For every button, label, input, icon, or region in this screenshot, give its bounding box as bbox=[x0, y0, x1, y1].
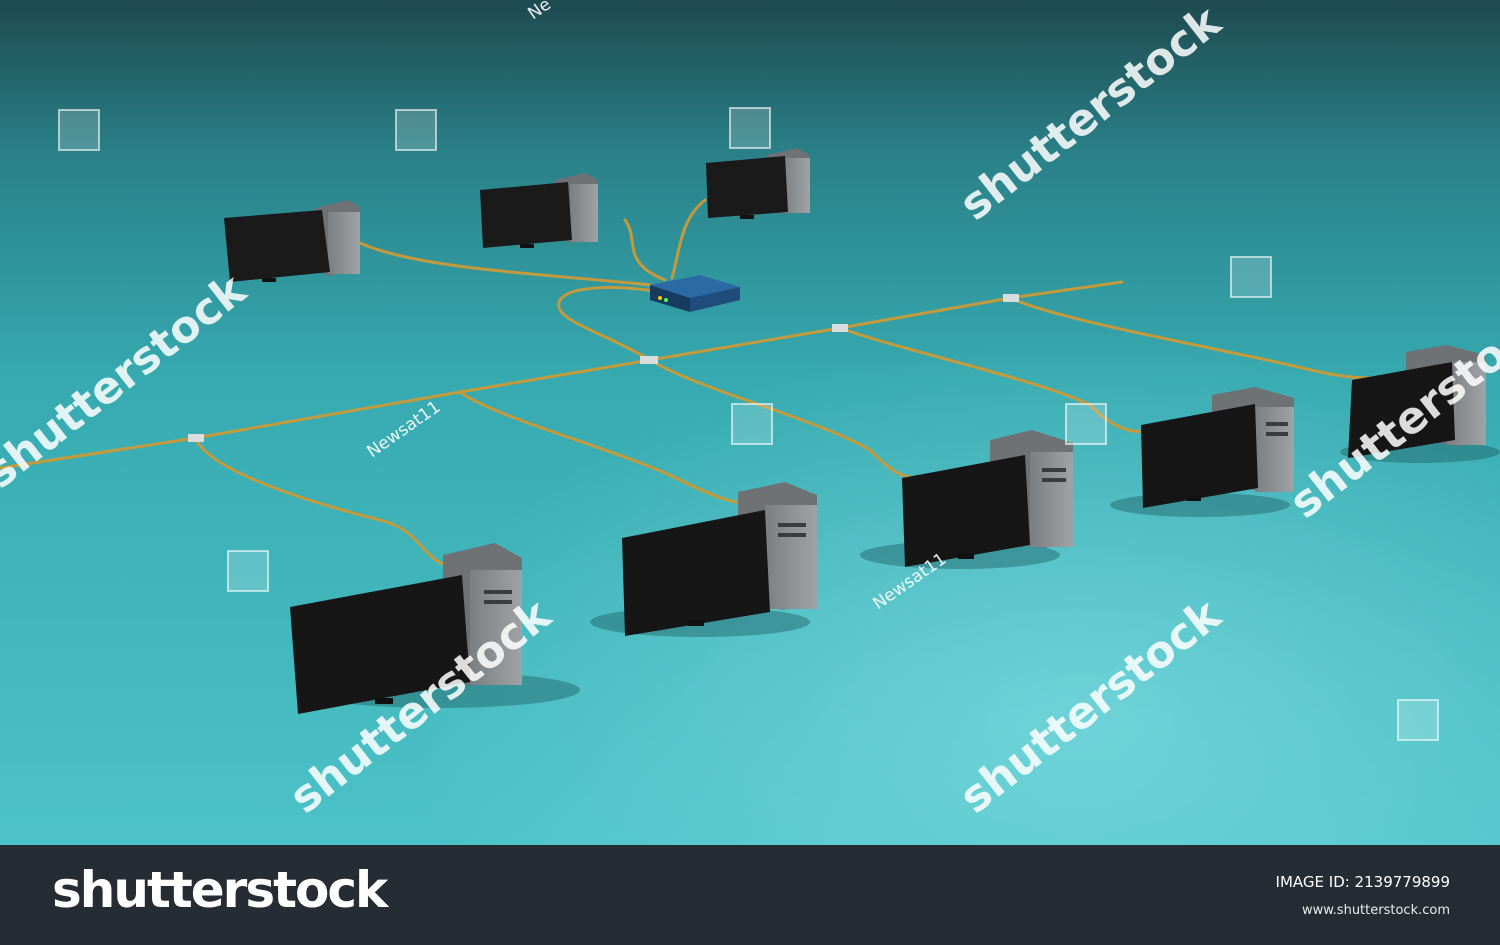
image-id-label: IMAGE ID: 2139779899 bbox=[1275, 873, 1450, 891]
computer-front-3 bbox=[860, 430, 1073, 569]
shutterstock-logo[interactable]: shutterstock bbox=[52, 861, 388, 919]
computer-front-1 bbox=[290, 543, 580, 714]
footer-bar: shutterstock IMAGE ID: 2139779899 www.sh… bbox=[0, 845, 1500, 945]
computer-back-1 bbox=[224, 200, 360, 282]
network-render: shutterstock shutterstock shutterstock s… bbox=[0, 0, 1500, 845]
site-url-link[interactable]: www.shutterstock.com bbox=[1301, 903, 1450, 918]
watermark-marks bbox=[58, 107, 1439, 741]
computer-front-5 bbox=[1340, 345, 1500, 463]
computer-front-2 bbox=[590, 482, 817, 637]
computer-front-4 bbox=[1110, 387, 1294, 517]
router bbox=[650, 275, 740, 312]
computer-back-3 bbox=[706, 148, 810, 219]
computer-back-2 bbox=[480, 173, 598, 248]
cable-joints bbox=[188, 294, 1019, 442]
